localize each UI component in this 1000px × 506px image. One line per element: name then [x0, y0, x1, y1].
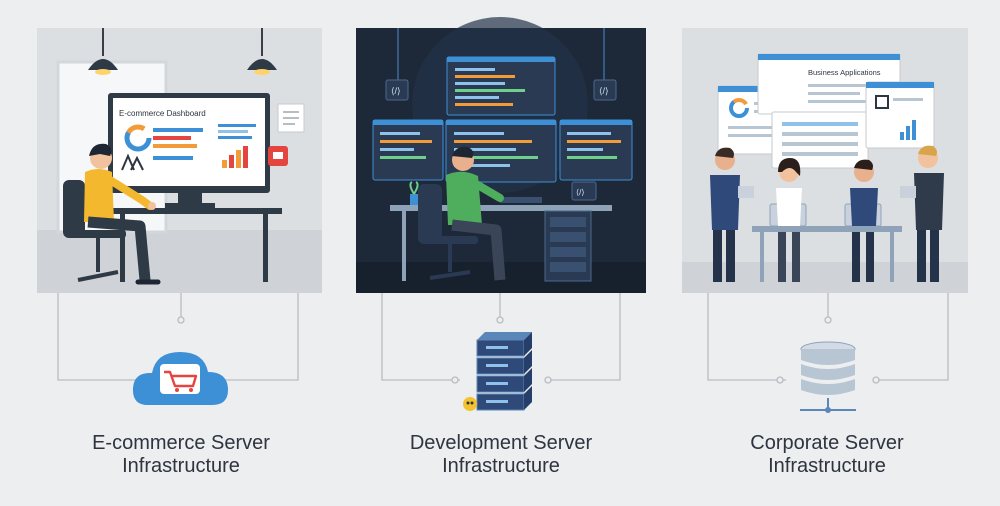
server-rack-icon — [463, 332, 532, 411]
caption-line: Infrastructure — [768, 455, 886, 477]
development-caption: Development Server Infrastructure — [351, 432, 651, 478]
caption-line: E-commerce Server — [92, 432, 270, 454]
ecommerce-caption: E-commerce Server Infrastructure — [31, 432, 331, 478]
database-icon — [800, 341, 856, 413]
shopping-cart-cloud-icon — [132, 352, 228, 405]
caption-line: Development Server — [409, 432, 593, 454]
svg-text:⟨/⟩: ⟨/⟩ — [576, 188, 584, 197]
development-panel: ⟨/⟩ ⟨/⟩ ⟨/⟩ — [356, 17, 646, 293]
ceiling-lamp-icon — [247, 59, 277, 70]
board-title: Business Applications — [808, 68, 881, 77]
dashboard-title: E-commerce Dashboard — [119, 109, 206, 118]
ceiling-lamp-icon — [88, 59, 118, 70]
corporate-panel: Business Applications — [682, 28, 968, 293]
svg-text:⟨/⟩: ⟨/⟩ — [391, 86, 401, 96]
svg-text:⟨/⟩: ⟨/⟩ — [599, 86, 609, 96]
caption-line: Infrastructure — [122, 455, 240, 477]
corporate-caption: Corporate Server Infrastructure — [677, 432, 977, 478]
ecommerce-panel: E-commerce Dashboard — [37, 28, 322, 293]
connectors — [57, 293, 949, 381]
caption-line: Infrastructure — [442, 455, 560, 477]
connector-dots — [177, 316, 880, 384]
caption-line: Corporate Server — [750, 432, 904, 454]
